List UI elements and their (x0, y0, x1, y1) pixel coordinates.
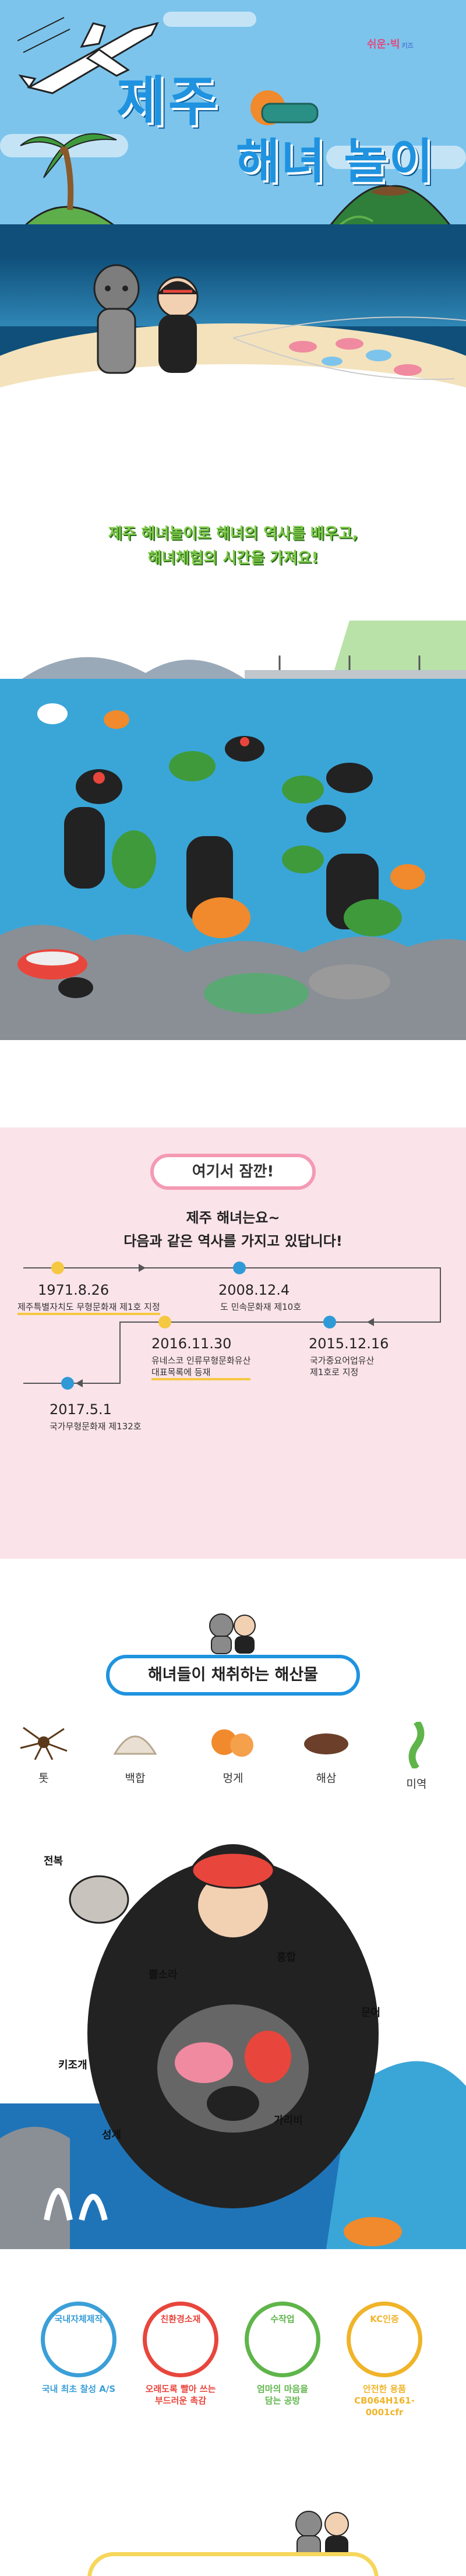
event-desc: 도 민속문화재 제10호 (220, 1302, 302, 1312)
timeline-line (23, 1267, 440, 1268)
beach-scene (0, 256, 466, 402)
page-title-line1: 제주 (116, 71, 220, 133)
sea-band (0, 224, 466, 256)
hijiki-icon (20, 1726, 68, 1760)
event-desc: 유네스코 인류무형문화유산 대표목록에 등재 (151, 1355, 251, 1380)
dolharubang-and-diver-illustration (93, 264, 199, 374)
next-section-pill (87, 2552, 379, 2576)
sun-icon (250, 90, 319, 125)
event-desc: 국가무형문화재 제132호 (50, 1421, 142, 1432)
seafood-tag: 뿔소라 (149, 1969, 178, 1981)
timeline-dot (61, 1377, 74, 1390)
clam-icon (113, 1735, 157, 1755)
seafood-tag: 문어 (361, 2007, 381, 2019)
seafood-tag: 성게 (102, 2129, 122, 2141)
badge-circle: 친환경소재 (143, 2302, 218, 2377)
seafood-tag: 전복 (44, 1855, 63, 1867)
history-subtitle: 제주 해녀는요~ 다음과 같은 역사를 가지고 있답니다! (123, 1210, 343, 1249)
timeline-line (119, 1322, 441, 1323)
event-desc: 국가중요어업유산 제1호로 지정 (310, 1355, 375, 1377)
cloud (326, 146, 466, 169)
timeline-dot (158, 1316, 171, 1328)
seafood-item: 백합 (100, 1722, 170, 1785)
event-desc: 제주특별자치도 무형문화재 제1호 지정 (17, 1301, 160, 1315)
palm-tree-icon (20, 133, 118, 227)
page-title-line2: 해녀 놀이 (236, 134, 435, 189)
event-date: 1971.8.26 (38, 1282, 110, 1298)
seafood-section: 해녀들이 채취하는 해산물 톳 백합 멍게 (0, 1608, 466, 2249)
seafood-tag: 키조개 (58, 2059, 87, 2071)
arrow-left-icon (367, 1318, 374, 1326)
history-section: 여기서 잠깐! 제주 해녀는요~ 다음과 같은 역사를 가지고 있답니다! 19… (0, 1127, 466, 1559)
big-diver-illustration (0, 1844, 466, 2249)
seafood-heading: 해녀들이 채취하는 해산물 (106, 1655, 360, 1696)
seafood-item: 미역 (382, 1719, 451, 1791)
airplane-icon (17, 17, 159, 94)
timeline-dot (51, 1261, 64, 1274)
diver-with-seafood-illustration: 전복 뿔소라 홍합 문어 키조개 성게 가리비 (0, 1812, 466, 2249)
sea-water (0, 256, 466, 326)
seafood-tag: 가리비 (274, 2115, 303, 2127)
fishing-net-with-fish (233, 316, 466, 380)
badge-circle: 수작업 (245, 2302, 320, 2377)
seafood-item: 톳 (9, 1722, 79, 1785)
timeline-dot (233, 1261, 246, 1274)
seafood-tag: 홍합 (277, 1951, 296, 1964)
sea-cucumber-icon (304, 1733, 348, 1754)
intro-text: 제주 해녀놀이로 해녀의 역사를 배우고, 해녀체험의 시간을 가져요! (108, 525, 358, 567)
mascot-icon (209, 1613, 256, 1654)
history-heading: 여기서 잠깐! (150, 1154, 316, 1190)
cloud (163, 12, 256, 27)
sea-squirt-icon (211, 1729, 253, 1757)
badge-circle: KC인증 (347, 2302, 422, 2377)
timeline-line (119, 1322, 121, 1383)
event-date: 2008.12.4 (218, 1282, 290, 1298)
seafood-item: 해삼 (291, 1722, 361, 1785)
badge-domestic: 국내자체제작 국내 최초 찰성 A/S (35, 2302, 122, 2395)
badge-circle: 국내자체제작 (41, 2302, 116, 2377)
diving-scene-section: 제주 해녀놀이로 해녀의 역사를 배우고, 해녀체험의 시간을 가져요! (0, 487, 466, 1040)
rocky-shore (0, 925, 466, 1040)
event-date: 2015.12.16 (309, 1335, 389, 1352)
timeline-dot (323, 1316, 336, 1328)
seafood-list: 톳 백합 멍게 해삼 (0, 1719, 466, 1798)
arrow-right-icon (139, 1264, 146, 1272)
timeline-line (440, 1267, 441, 1322)
seafood-item: 멍게 (198, 1722, 268, 1785)
seaweed-icon (408, 1719, 425, 1771)
divers-illustration (37, 703, 425, 938)
event-date: 2016.11.30 (151, 1335, 232, 1352)
mascot-icon (295, 2511, 349, 2558)
event-date: 2017.5.1 (50, 1401, 112, 1418)
arrow-left-icon (76, 1379, 83, 1387)
